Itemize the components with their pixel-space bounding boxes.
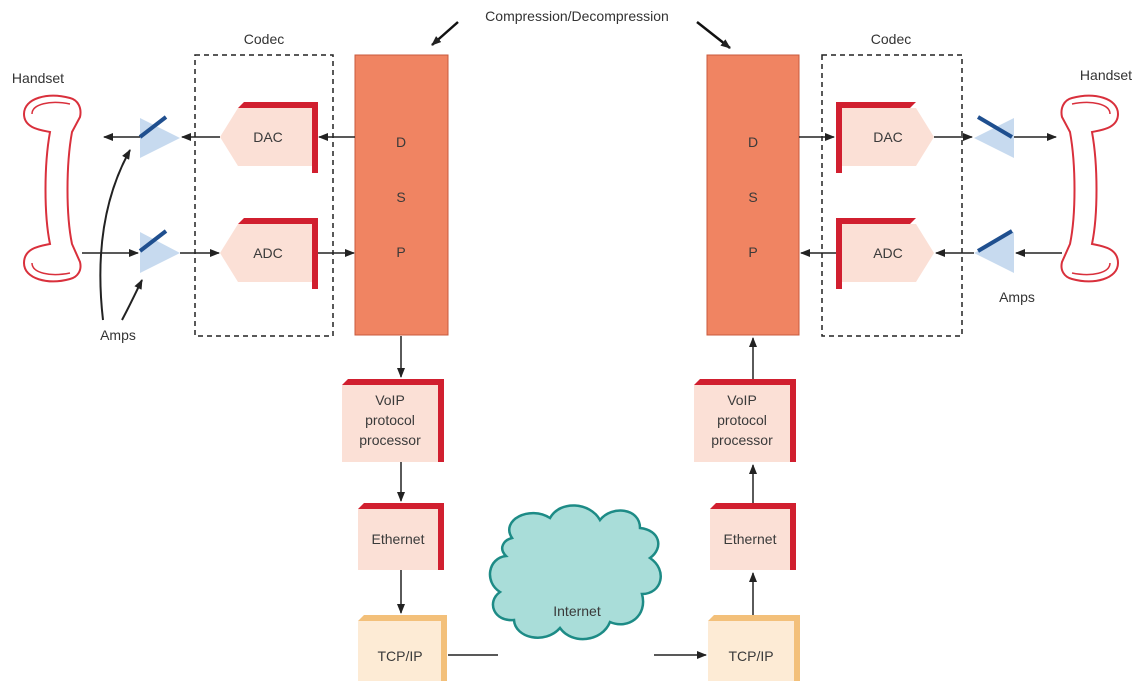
internet-cloud [488, 504, 662, 641]
right-dsp-letter-p: P [748, 244, 757, 260]
right-amps-label: Amps [999, 289, 1035, 305]
left-dsp-letter-d: D [396, 134, 406, 150]
right-codec-box [821, 54, 963, 337]
right-dsp-letter-d: D [748, 134, 758, 150]
left-codec-box [194, 54, 334, 337]
right-dac-block: DAC [836, 102, 934, 173]
right-dac-label: DAC [873, 129, 903, 145]
left-dsp-block [354, 54, 449, 336]
left-voip-line-3: processor [359, 432, 421, 448]
right-adc-label: ADC [873, 245, 903, 261]
right-tcpip-block: TCP/IP [708, 615, 800, 681]
right-handset-label: Handset [1080, 67, 1132, 83]
right-adc-block: ADC [836, 218, 934, 289]
left-dsp-letter-s: S [396, 189, 405, 205]
left-amp-top-icon [138, 115, 180, 158]
left-dsp-letter-p: P [396, 244, 405, 260]
left-voip-block: VoIP protocol processor [342, 379, 444, 462]
left-ethernet-block: Ethernet [358, 503, 444, 570]
right-voip-block: VoIP protocol processor [694, 379, 796, 462]
title-arrow-left [431, 21, 459, 46]
right-amp-top-icon [974, 115, 1014, 158]
left-amps-pointer-top [99, 149, 131, 321]
left-amp-bottom-icon [138, 229, 180, 273]
left-amps-pointer-bottom [121, 279, 143, 321]
right-codec-label: Codec [871, 31, 911, 47]
left-voip-line-1: VoIP [375, 392, 405, 408]
right-tcpip-label: TCP/IP [728, 648, 773, 664]
internet-label: Internet [553, 603, 601, 619]
right-dsp-block [706, 54, 800, 336]
left-amps-label: Amps [100, 327, 136, 343]
right-voip-line-1: VoIP [727, 392, 757, 408]
left-tcpip-label: TCP/IP [377, 648, 422, 664]
title-arrow-right [696, 21, 731, 49]
right-dsp-letter-s: S [748, 189, 757, 205]
right-voip-line-2: protocol [717, 412, 767, 428]
left-dac-label: DAC [253, 129, 283, 145]
left-adc-block: ADC [220, 218, 318, 289]
left-dac-block: DAC [220, 102, 318, 173]
right-amp-bottom-icon [974, 229, 1014, 273]
left-voip-line-2: protocol [365, 412, 415, 428]
left-codec-label: Codec [244, 31, 284, 47]
left-tcpip-block: TCP/IP [358, 615, 447, 681]
right-voip-line-3: processor [711, 432, 773, 448]
right-ethernet-block: Ethernet [710, 503, 796, 570]
right-handset-icon [1060, 94, 1120, 283]
diagram-title: Compression/Decompression [485, 8, 669, 24]
left-handset-icon [22, 94, 82, 283]
left-ethernet-label: Ethernet [372, 531, 425, 547]
right-ethernet-label: Ethernet [724, 531, 777, 547]
left-adc-label: ADC [253, 245, 283, 261]
left-handset-label: Handset [12, 70, 64, 86]
